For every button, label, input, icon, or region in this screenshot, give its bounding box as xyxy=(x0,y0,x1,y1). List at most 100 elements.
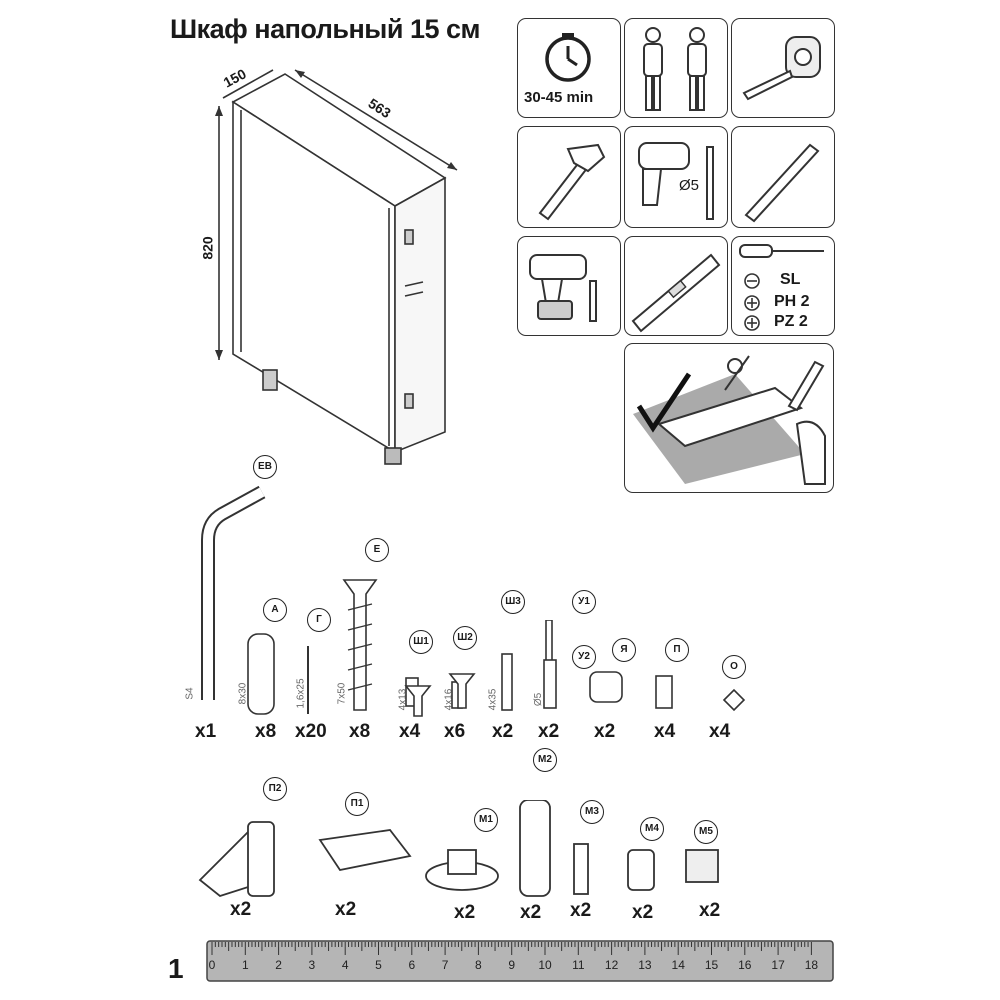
ruler-tick-label: 2 xyxy=(275,958,282,972)
part-qty-g: x20 xyxy=(295,721,327,742)
ruler-tick-label: 1 xyxy=(242,958,249,972)
cabinet-drawing xyxy=(215,69,458,465)
assembly-time: 30-45 min xyxy=(524,89,594,106)
part-qty-sh1: x4 xyxy=(399,721,421,742)
two-persons-icon xyxy=(643,27,707,111)
part-qty-eb: x1 xyxy=(195,721,217,742)
height-dimension: 820 xyxy=(199,236,216,260)
fasteners-drawing xyxy=(247,620,673,715)
part-code-u1: У1 xyxy=(572,590,596,614)
hardware-code-m1: М1 xyxy=(474,808,498,832)
time-panel: 30-45 min xyxy=(517,18,621,118)
drill-bit-size: Ø5 xyxy=(679,177,700,194)
part-size-e: 7x50 xyxy=(336,682,348,705)
hinges-and-legs-drawing xyxy=(198,800,719,898)
ruler-tick-label: 0 xyxy=(209,958,216,972)
level-panel xyxy=(624,236,728,336)
part-qty-a: x8 xyxy=(255,721,277,742)
hardware-code-p1: П1 xyxy=(345,792,369,816)
hardware-qty-m4: x2 xyxy=(632,902,654,923)
clock-icon xyxy=(545,33,591,82)
ruler-tick-label: 6 xyxy=(408,958,415,972)
ruler-tick-label: 4 xyxy=(342,958,349,972)
hex-key-drawing xyxy=(201,485,266,700)
part-qty-p: x4 xyxy=(654,721,676,742)
hardware-qty-m2: x2 xyxy=(520,902,542,923)
ruler-tick-label: 9 xyxy=(508,958,515,972)
hardware-code-m5: М5 xyxy=(694,820,718,844)
part-code-p: П xyxy=(665,638,689,662)
part-size-g: 1,6x25 xyxy=(295,678,307,709)
tape-measure-icon xyxy=(742,36,821,101)
part-code-ya: Я xyxy=(612,638,636,662)
hardware-code-m3: М3 xyxy=(580,800,604,824)
part-code-u2: У2 xyxy=(572,645,596,669)
screwdriver-type-sl: SL xyxy=(780,271,801,288)
hardware-code-m2: М2 xyxy=(533,748,557,772)
part-size-u2: Ø5 xyxy=(533,692,545,707)
screwdriver-panel: SL PH 2 PZ 2 xyxy=(731,236,835,336)
ruler-tick-label: 3 xyxy=(309,958,316,972)
part-qty-sh2: x6 xyxy=(444,721,466,742)
part-qty-sh3: x2 xyxy=(492,721,514,742)
short-screw-drawing xyxy=(404,685,432,717)
screw-16-drawing xyxy=(448,673,476,709)
ruler-tick-label: 18 xyxy=(805,958,819,972)
page-title: Шкаф напольный 15 см xyxy=(170,14,480,44)
ruler-tick-label: 12 xyxy=(605,958,619,972)
ruler-tick-label: 17 xyxy=(771,958,785,972)
part-code-e: E xyxy=(365,538,389,562)
ruler-tick-label: 10 xyxy=(538,958,552,972)
part-size-a: 8x30 xyxy=(237,682,249,705)
part-code-eb: EB xyxy=(253,455,277,479)
step-number: 1 xyxy=(168,953,184,984)
confirmat-screw-drawing xyxy=(342,579,378,711)
screwdriver-icon xyxy=(739,244,824,331)
hardware-qty-p2: x2 xyxy=(230,899,252,920)
part-qty-ya: x2 xyxy=(594,721,616,742)
screwdriver-drill-panel xyxy=(517,236,621,336)
part-qty-u2: x2 xyxy=(538,721,560,742)
screwdriver-type-ph: PH 2 xyxy=(774,293,810,310)
ruler-tick-label: 14 xyxy=(672,958,686,972)
drill-panel: Ø5 xyxy=(624,126,728,228)
drill-icon xyxy=(638,142,714,220)
ruler-tick-label: 7 xyxy=(442,958,449,972)
unpacking-icon xyxy=(633,355,826,485)
ruler-tick-label: 11 xyxy=(572,958,585,972)
part-size-sh1: 4x13 xyxy=(397,688,409,711)
part-code-sh1: Ш1 xyxy=(409,630,433,654)
part-qty-e: x8 xyxy=(349,721,371,742)
hardware-code-p2: П2 xyxy=(263,777,287,801)
hammer-panel xyxy=(517,126,621,228)
hardware-qty-m3: x2 xyxy=(570,900,592,921)
cordless-drill-icon xyxy=(529,254,597,322)
tape-measure-panel xyxy=(731,18,835,118)
ruler-tick-label: 8 xyxy=(475,958,482,972)
pencil-panel xyxy=(731,126,835,228)
hardware-qty-m5: x2 xyxy=(699,900,721,921)
unpacking-panel xyxy=(624,343,834,493)
part-code-sh3: Ш3 xyxy=(501,590,525,614)
part-code-a: A xyxy=(263,598,287,622)
spirit-level-icon xyxy=(631,253,721,333)
part-code-o: О xyxy=(722,655,746,679)
part-code-g: Г xyxy=(307,608,331,632)
hardware-qty-p1: x2 xyxy=(335,899,357,920)
part-code-sh2: Ш2 xyxy=(453,626,477,650)
ruler-tick-label: 16 xyxy=(738,958,752,972)
hardware-qty-m1: x2 xyxy=(454,902,476,923)
ruler-tick-label: 13 xyxy=(638,958,652,972)
ruler-tick-label: 15 xyxy=(705,958,719,972)
two-persons-panel xyxy=(624,18,728,118)
ruler-tick-label: 5 xyxy=(375,958,382,972)
hammer-icon xyxy=(538,143,606,221)
shelf-pin-drawing xyxy=(722,688,746,712)
part-qty-o: x4 xyxy=(709,721,731,742)
screwdriver-type-pz: PZ 2 xyxy=(774,313,808,330)
pencil-icon xyxy=(744,143,820,223)
part-size-sh3: 4x35 xyxy=(487,688,499,711)
hardware-code-m4: М4 xyxy=(640,817,664,841)
part-size-sh2: 4x16 xyxy=(443,688,455,711)
